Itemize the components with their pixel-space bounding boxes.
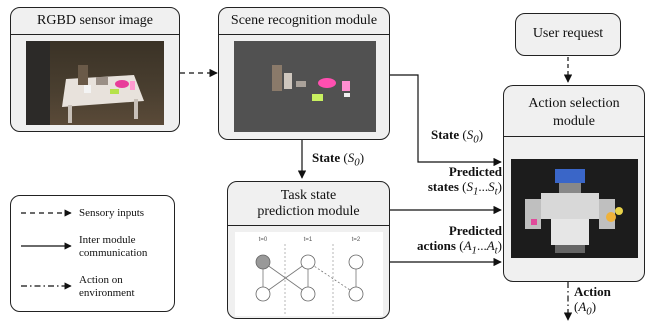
robot-illustration — [525, 169, 623, 253]
legend-lines — [21, 209, 72, 290]
label-predicted-states: Predicted states (S1...St) — [427, 164, 502, 198]
legend-action-env: Action on environment — [79, 274, 135, 299]
scene-point-cloud-illustration — [272, 65, 350, 101]
node-action-selection: Action selection module — [503, 85, 645, 282]
legend-inter-module: Inter module communication — [79, 234, 148, 259]
label-action-output: Action (A0) — [574, 284, 611, 318]
label-scene-to-task: State (S0) — [312, 150, 365, 169]
rgbd-camera-image — [26, 41, 164, 125]
robot-simulation-image — [511, 159, 638, 258]
graph-column-label: t=1 — [304, 237, 313, 243]
node-scene-recognition: Scene recognition module — [218, 7, 390, 140]
edge-scene-to-action — [390, 74, 502, 167]
legend: Sensory inputs Inter module communicatio… — [10, 195, 175, 312]
graph-column-label: t=0 — [259, 237, 268, 243]
node-task-state-prediction: Task state prediction module t=0 t=1 t=2 — [227, 181, 390, 319]
node-action-title-line1: Action selection — [528, 96, 620, 111]
legend-sensory-inputs: Sensory inputs — [79, 207, 145, 219]
label-scene-to-action: State (S0) — [431, 127, 484, 146]
node-user-request: User request — [515, 13, 621, 56]
graph-column-label: t=2 — [352, 237, 361, 243]
node-user-title: User request — [532, 26, 604, 41]
node-action-title-line2: module — [553, 114, 595, 129]
node-task-title-line1: Task state — [280, 188, 337, 203]
node-rgbd-title: RGBD sensor image — [37, 13, 153, 28]
task-graph-illustration: t=0 t=1 t=2 — [255, 237, 364, 314]
node-task-title-line2: prediction module — [257, 204, 360, 219]
scene-point-cloud-image — [234, 41, 376, 132]
rgbd-scene-illustration — [26, 41, 144, 125]
task-graph-image: t=0 t=1 t=2 — [235, 232, 383, 316]
node-rgbd-sensor: RGBD sensor image — [10, 7, 180, 132]
label-predicted-actions: Predicted actions (A1...At) — [416, 223, 502, 257]
node-scene-title: Scene recognition module — [230, 13, 378, 28]
